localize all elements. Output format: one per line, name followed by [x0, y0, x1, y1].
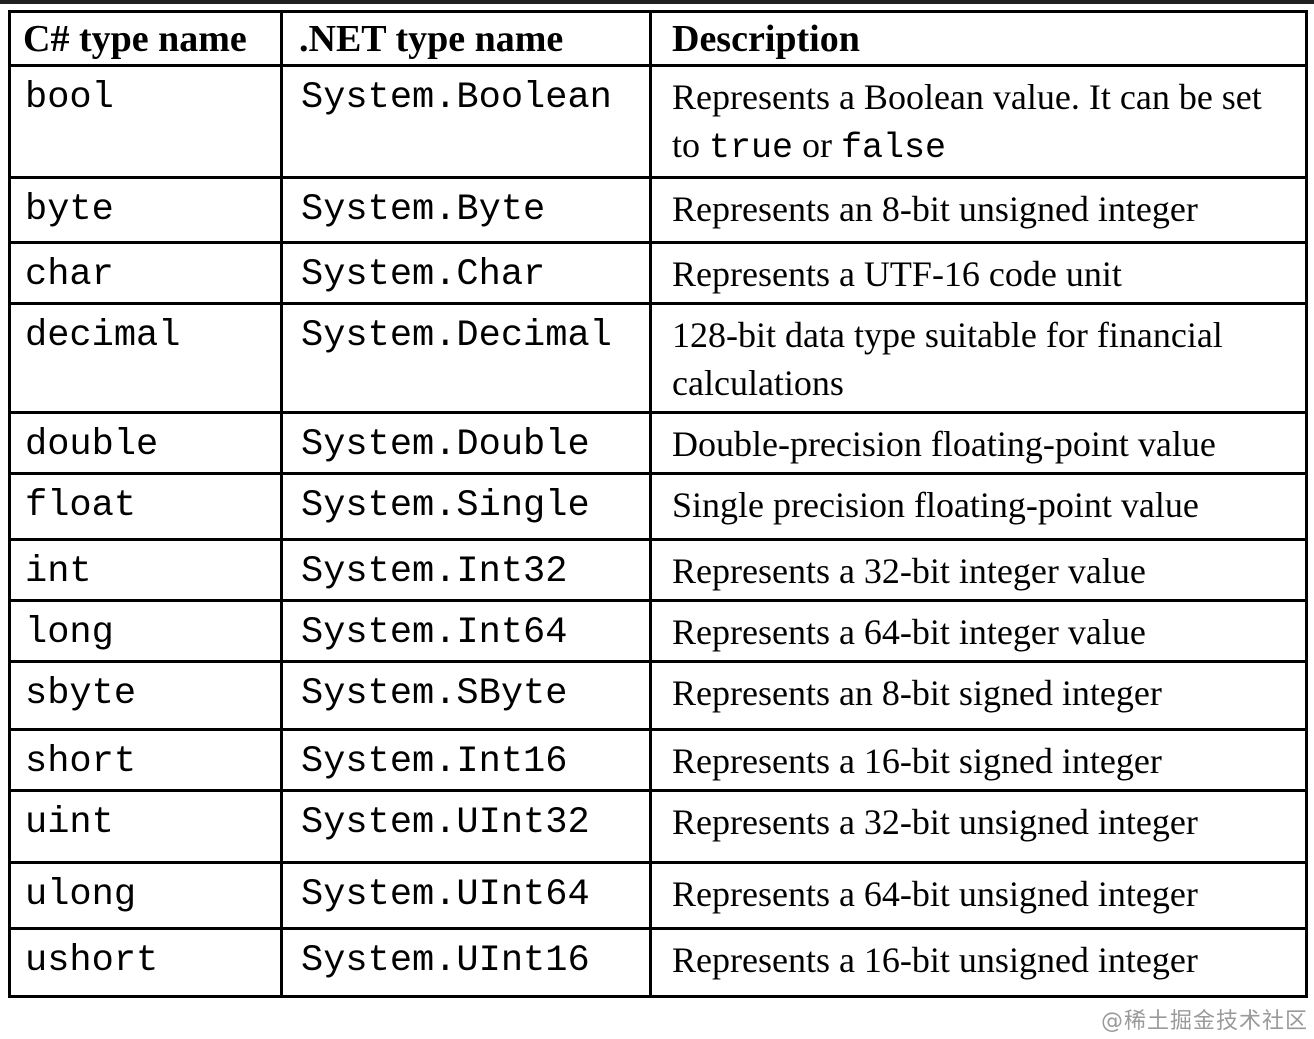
table-body: bool System.Boolean Represents a Boolean…: [8, 64, 1308, 998]
cell-dotnet-type: System.Char: [280, 241, 652, 305]
description-text: Double-precision floating-point value: [672, 424, 1216, 464]
description-text: Represents an 8-bit unsigned integer: [672, 189, 1198, 229]
cell-csharp-type: uint: [8, 789, 283, 864]
cell-csharp-type: short: [8, 728, 283, 792]
table-row: sbyte System.SByte Represents an 8-bit s…: [8, 660, 1308, 731]
cell-description: 128-bit data type suitable for financial…: [649, 302, 1308, 414]
cell-description: Represents a UTF-16 code unit: [649, 241, 1308, 305]
table-row: int System.Int32 Represents a 32-bit int…: [8, 538, 1308, 602]
table-row: ulong System.UInt64 Represents a 64-bit …: [8, 861, 1308, 930]
table-row: uint System.UInt32 Represents a 32-bit u…: [8, 789, 1308, 864]
table-row: byte System.Byte Represents an 8-bit uns…: [8, 176, 1308, 244]
table-row: short System.Int16 Represents a 16-bit s…: [8, 728, 1308, 792]
cell-description: Represents a 32-bit unsigned integer: [649, 789, 1308, 864]
header-csharp-type-name: C# type name: [8, 10, 283, 67]
cell-description: Represents a 16-bit unsigned integer: [649, 927, 1308, 998]
cell-csharp-type: double: [8, 411, 283, 475]
cell-csharp-type: sbyte: [8, 660, 283, 731]
cell-dotnet-type: System.Int16: [280, 728, 652, 792]
cell-description: Double-precision floating-point value: [649, 411, 1308, 475]
description-text: Represents a UTF-16 code unit: [672, 254, 1122, 294]
description-text: Represents a 32-bit integer value: [672, 551, 1146, 591]
cell-description: Represents a 16-bit signed integer: [649, 728, 1308, 792]
cell-dotnet-type: System.SByte: [280, 660, 652, 731]
cell-dotnet-type: System.UInt32: [280, 789, 652, 864]
watermark: @稀土掘金技术社区: [1100, 1009, 1308, 1034]
cell-csharp-type: char: [8, 241, 283, 305]
header-row: C# type name .NET type name Description: [8, 10, 1308, 67]
cell-dotnet-type: System.UInt16: [280, 927, 652, 998]
table-row: float System.Single Single precision flo…: [8, 472, 1308, 541]
description-text: Represents an 8-bit signed integer: [672, 673, 1162, 713]
page-top-edge: [0, 0, 1314, 4]
cell-dotnet-type: System.Single: [280, 472, 652, 541]
header-dotnet-type-name: .NET type name: [280, 10, 652, 67]
cell-csharp-type: decimal: [8, 302, 283, 414]
description-text: 128-bit data type suitable for financial…: [672, 315, 1223, 403]
table-row: ushort System.UInt16 Represents a 16-bit…: [8, 927, 1308, 998]
cell-description: Represents an 8-bit signed integer: [649, 660, 1308, 731]
cell-csharp-type: long: [8, 599, 283, 663]
description-text: Represents a 32-bit unsigned integer: [672, 802, 1198, 842]
inline-code: false: [841, 128, 947, 168]
cell-description: Represents a 32-bit integer value: [649, 538, 1308, 602]
cell-csharp-type: byte: [8, 176, 283, 244]
table-row: char System.Char Represents a UTF-16 cod…: [8, 241, 1308, 305]
cell-description: Single precision floating-point value: [649, 472, 1308, 541]
cell-csharp-type: ushort: [8, 927, 283, 998]
description-text: or: [793, 125, 842, 165]
header-description: Description: [649, 10, 1308, 67]
table-row: bool System.Boolean Represents a Boolean…: [8, 64, 1308, 179]
cell-dotnet-type: System.Int32: [280, 538, 652, 602]
description-text: Represents a 16-bit unsigned integer: [672, 940, 1198, 980]
cell-description: Represents an 8-bit unsigned integer: [649, 176, 1308, 244]
description-text: Represents a 64-bit unsigned integer: [672, 874, 1198, 914]
cell-dotnet-type: System.Decimal: [280, 302, 652, 414]
table-row: long System.Int64 Represents a 64-bit in…: [8, 599, 1308, 663]
table-row: decimal System.Decimal 128-bit data type…: [8, 302, 1308, 414]
description-text: Represents a 16-bit signed integer: [672, 741, 1162, 781]
cell-csharp-type: ulong: [8, 861, 283, 930]
cell-csharp-type: bool: [8, 64, 283, 179]
csharp-dotnet-type-table: C# type name .NET type name Description …: [8, 10, 1308, 998]
cell-description: Represents a 64-bit integer value: [649, 599, 1308, 663]
inline-code: true: [709, 128, 794, 168]
table-row: double System.Double Double-precision fl…: [8, 411, 1308, 475]
cell-dotnet-type: System.Double: [280, 411, 652, 475]
cell-dotnet-type: System.Int64: [280, 599, 652, 663]
description-text: Represents a Boolean value. It can be se…: [672, 77, 1262, 165]
description-text: Represents a 64-bit integer value: [672, 612, 1146, 652]
cell-description: Represents a Boolean value. It can be se…: [649, 64, 1308, 179]
cell-dotnet-type: System.Byte: [280, 176, 652, 244]
cell-csharp-type: int: [8, 538, 283, 602]
cell-dotnet-type: System.UInt64: [280, 861, 652, 930]
description-text: Single precision floating-point value: [672, 485, 1199, 525]
cell-csharp-type: float: [8, 472, 283, 541]
cell-dotnet-type: System.Boolean: [280, 64, 652, 179]
cell-description: Represents a 64-bit unsigned integer: [649, 861, 1308, 930]
